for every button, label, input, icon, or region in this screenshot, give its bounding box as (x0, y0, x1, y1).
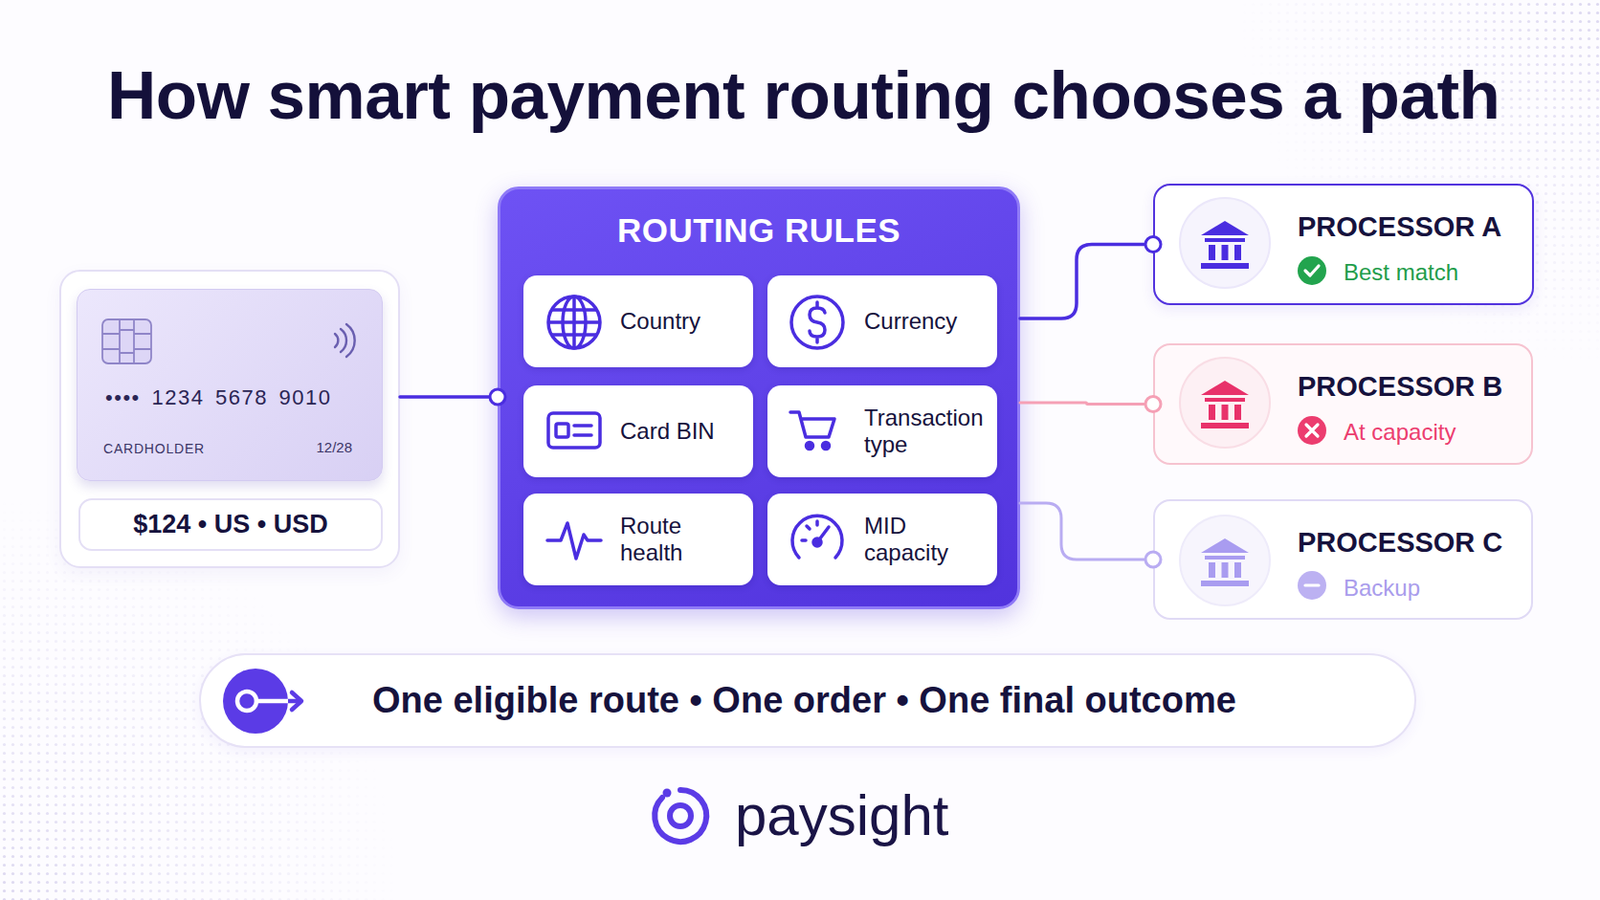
cardholder-label: CARDHOLDER (103, 440, 205, 458)
connector-line (400, 395, 498, 400)
summary-band: One eligible route • One order • One fin… (199, 653, 1417, 749)
card-number: •••• 1234 5678 9010 (105, 385, 332, 411)
amount-pill: $124 • US • USD (78, 498, 383, 552)
connector (1020, 237, 1161, 320)
brand-wordmark: paysight (734, 782, 949, 850)
rule-tile: Card BIN (523, 385, 754, 478)
processor-box: PROCESSOR C Backup (1153, 499, 1534, 621)
logo-dot (663, 789, 672, 799)
connector-dot (1145, 397, 1161, 413)
status-text: Backup (1343, 574, 1421, 603)
dot-pattern (1224, 0, 1600, 364)
rules-box: ROUTING RULES Country CurrencyCard BIN Tran… (497, 186, 1021, 610)
box-title: ROUTING RULES (500, 210, 1018, 251)
card-panel: •••• 1234 5678 9010CARDHOLDER 12/28 $124 •… (59, 269, 400, 569)
rule-name: Card BIN (620, 418, 745, 445)
connector-line (1020, 402, 1154, 405)
processor-name: PROCESSOR C (1297, 526, 1503, 559)
processor-name: PROCESSOR A (1297, 210, 1502, 244)
rule-name: Country (620, 308, 745, 335)
connector-dot (1145, 237, 1161, 253)
rule-tile: MID capacity (767, 493, 998, 586)
rule-tile: Route health (523, 493, 754, 586)
rule-tile: Transaction type (767, 385, 998, 478)
rule-name: MID capacity (864, 512, 989, 567)
rule-name: Route health (620, 512, 745, 567)
connector-line (1020, 503, 1154, 560)
connector-dot (1145, 552, 1161, 568)
rule-name: Currency (864, 308, 989, 335)
connector (400, 389, 506, 405)
connector-line (1020, 244, 1154, 320)
status-text: At capacity (1343, 418, 1456, 447)
logo-mark (654, 789, 707, 843)
status-text: Best match (1343, 258, 1459, 288)
expiry-date: 12/28 (315, 439, 353, 457)
rule-tile: Country (523, 275, 754, 368)
connector (1020, 397, 1161, 413)
diagram-title: How smart payment routing chooses a path (107, 55, 1500, 136)
logo-core (669, 805, 691, 827)
connector-dot (489, 389, 506, 405)
rule-name: Transaction type (864, 404, 989, 459)
amount-text: $124 • US • USD (80, 500, 381, 550)
connector (1020, 503, 1161, 568)
processor-box: PROCESSOR A Best match (1153, 183, 1534, 306)
processor-name: PROCESSOR B (1297, 370, 1503, 403)
rule-tile: Currency (767, 275, 998, 368)
payment-card: •••• 1234 5678 9010CARDHOLDER 12/28 (76, 288, 383, 482)
summary-text: One eligible route • One order • One fin… (372, 655, 1237, 747)
logo-ring (654, 790, 707, 843)
processor-box: PROCESSOR B At capacity (1153, 343, 1534, 466)
